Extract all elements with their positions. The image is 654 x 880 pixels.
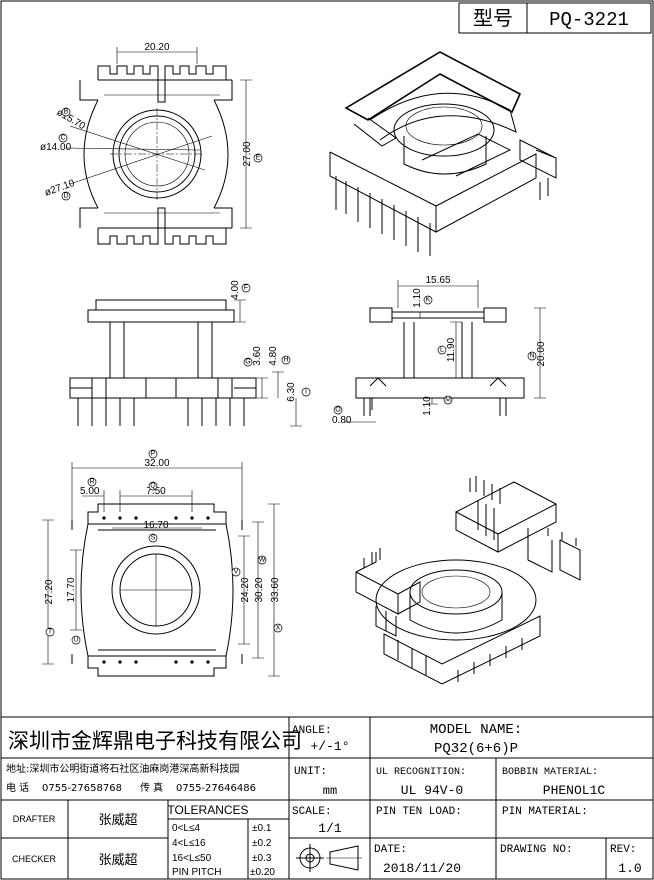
title-block: 深圳市金辉鼎电子科技有限公司 地址:深圳市公明街道将石社区油麻岗港深高新科技园 … [1,716,653,879]
side-mark-h: H [283,357,288,364]
bottom-mark-t: T [48,629,53,636]
model-header: 型号 PQ-3221 [458,2,652,34]
bottom-h3-dim: 24.20 [240,577,251,602]
bottom-pitch-dim: 5.00 [80,486,100,497]
side-mark-g: G [245,359,250,366]
top-inner-diameter: ø15.70 [55,107,88,132]
bottom-h1-dim: 27.20 [44,579,55,604]
checker-name: 张威超 [98,853,137,868]
scale-label: SCALE: [292,806,332,818]
phone-label: 电 话 [6,781,29,794]
projection-symbol [296,844,362,872]
tol-range-4: PIN PITCH [172,867,221,878]
bottom-mark-v: V [234,569,239,576]
company-address: 地址:深圳市公明街道将石社区油麻岗港深高新科技园 [6,762,239,775]
front-total-dim: 20.00 [536,341,547,366]
bottom-mark-x: X [276,625,281,632]
unit-label: UNIT: [294,766,327,778]
bottom-mark-s: S [151,535,156,542]
top-mark-e: E [256,155,261,162]
tolerances-label: TOLERANCES [167,803,248,817]
model-code: PQ-3221 [549,9,629,31]
front-mark-k: K [426,297,431,304]
fax-label: 传 真 [140,781,163,794]
tol-value-2: ±0.2 [252,838,272,849]
top-mark-c: C [60,135,65,142]
rev-label: REV: [610,844,636,856]
bobbin-label: BOBBIN MATERIAL: [502,767,598,778]
front-mark-m: M [445,397,451,404]
rev-value: 1.0 [618,861,641,876]
isometric-view-bottom [355,476,581,685]
tol-range-1: 0<L≤4 [172,823,200,834]
company-name: 深圳市金辉鼎电子科技有限公司 [8,729,302,753]
angle-value: +/-1° [310,739,349,754]
top-width-dim: 20.20 [144,42,169,53]
bottom-mark-q: Q [150,483,156,490]
drafter-name: 张威超 [98,813,137,828]
front-mark-l: L [440,347,444,354]
bottom-width-dim: 32.00 [144,458,169,469]
tol-range-2: 4<L≤16 [172,838,206,849]
front-width-dim: 15.65 [425,275,450,286]
tol-value-3: ±0.3 [252,853,272,864]
tol-value-1: ±0.1 [252,823,272,834]
model-name-label: MODEL NAME: [430,722,522,738]
model-name-value: PQ32(6+6)P [434,741,518,757]
angle-label: ANGLE: [292,725,332,737]
ul-value: UL 94V-0 [401,783,463,798]
isometric-view-top [329,51,557,256]
pin-material-label: PIN MATERIAL: [502,806,588,818]
front-pin-dim: 0.80 [332,415,352,426]
checker-label: CHECKER [12,854,57,864]
side-flange-dim: 4.00 [230,280,241,300]
top-mark-b: B [64,109,69,116]
front-mark-o: O [335,407,341,414]
bottom-span-dim: 7.50 [146,486,166,497]
top-view: 20.20 ø15.70 ø14.00 ø27.10 27.00 B C D E [40,42,263,245]
side-h2-dim: 4.80 [268,346,279,366]
side-mark-i: I [305,389,307,396]
top-mark-d: D [63,193,68,200]
front-core-dim: 11.90 [446,337,457,362]
ul-label: UL RECOGNITION: [376,767,466,778]
type-label: 型号 [473,6,513,30]
bottom-inner-dim: 16.70 [143,520,168,531]
bottom-h4-dim: 30.20 [254,577,265,602]
date-label: DATE: [374,844,407,856]
fax-number: 0755-27646486 [176,783,256,794]
side-h1-dim: 3.60 [252,346,263,366]
bottom-h5-dim: 33.60 [270,577,281,602]
side-mark-f: F [244,285,248,292]
phone-number: 0755-27658768 [42,783,122,794]
tol-range-3: 16<L≤50 [172,853,212,864]
unit-value: mm [323,784,337,798]
front-top-dim: 1.10 [412,288,423,308]
bottom-view: 32.00 5.00 7.50 16.70 27.20 17.70 24.20 … [42,449,283,677]
tol-value-4: ±0.20 [250,867,275,878]
top-height-dim: 27.00 [242,141,253,166]
side-pin-dim: 6.30 [286,382,297,402]
bottom-mark-p: P [151,451,156,458]
bottom-h2-dim: 17.70 [66,577,77,602]
bottom-mark-w: W [259,557,266,564]
side-view: 4.00 3.60 4.80 6.30 F G H I [69,280,311,427]
date-value: 2018/11/20 [383,861,461,876]
top-outer-diameter: ø27.10 [43,178,76,199]
bottom-mark-r: R [89,479,94,486]
bottom-mark-u: U [73,637,78,644]
drawing-no-label: DRAWING NO: [500,844,573,856]
scale-value: 1/1 [318,821,342,836]
top-mid-diameter: ø14.00 [40,142,72,153]
front-mark-n: N [529,353,534,360]
front-bottom-dim: 1.10 [422,396,433,416]
drafter-label: DRAFTER [13,814,56,824]
pin-ten-load-label: PIN TEN LOAD: [376,806,462,818]
front-view: 15.65 1.10 11.90 20.00 1.10 0.80 K L N M… [332,275,547,426]
bobbin-value: PHENOL1C [543,783,606,798]
